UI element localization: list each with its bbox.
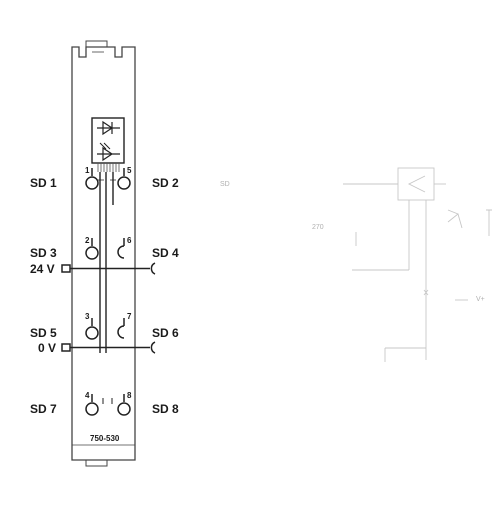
pin-number-2: 2 [85, 236, 90, 245]
optocoupler-icon [91, 117, 125, 172]
supply-rail-0v [61, 341, 156, 354]
faint-schematic [343, 167, 492, 362]
schematic-output-label: V+ [476, 296, 485, 303]
label-sd3: SD 3 [30, 246, 57, 260]
terminal-row-1 [85, 168, 131, 190]
pin-number-5: 5 [127, 166, 132, 175]
label-sd4: SD 4 [152, 246, 179, 260]
schematic-resistor-label: 270 [312, 224, 324, 231]
label-sd1: SD 1 [30, 176, 57, 190]
label-sd8: SD 8 [152, 402, 179, 416]
supply-rail-24v [61, 262, 156, 275]
pin-number-8: 8 [127, 391, 132, 400]
pin-number-4: 4 [85, 391, 90, 400]
label-sd6: SD 6 [152, 326, 179, 340]
label-sd5: SD 5 [30, 326, 57, 340]
pin-number-3: 3 [85, 312, 90, 321]
label-24v: 24 V [30, 262, 55, 276]
pin-number-6: 6 [127, 236, 132, 245]
schematic-input-label: SD [220, 181, 230, 188]
terminal-row-3 [85, 318, 125, 340]
label-sd2: SD 2 [152, 176, 179, 190]
label-sd7: SD 7 [30, 402, 57, 416]
module-housing [71, 40, 136, 467]
terminal-row-4 [85, 394, 131, 416]
model-number: 750-530 [90, 434, 120, 443]
terminal-row-2 [85, 238, 125, 260]
pin-number-1: 1 [85, 166, 90, 175]
label-0v: 0 V [38, 341, 57, 355]
pin-number-7: 7 [127, 312, 132, 321]
internal-bus [98, 172, 116, 353]
